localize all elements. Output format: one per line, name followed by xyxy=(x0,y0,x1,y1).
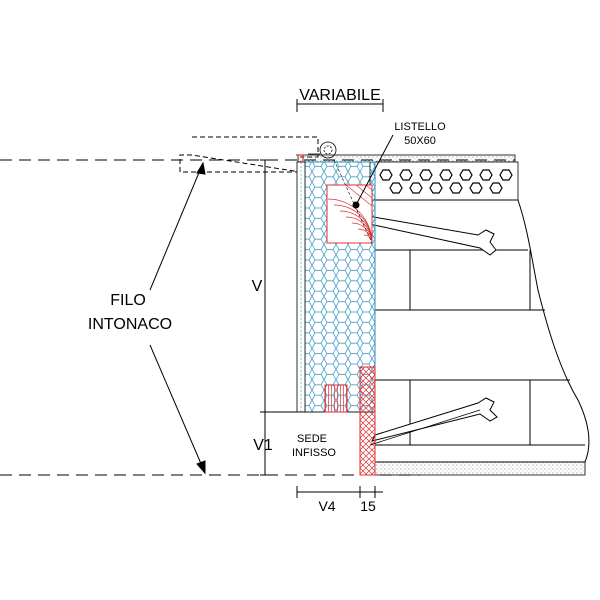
label-dim-v1: V1 xyxy=(253,437,273,454)
label-filo: FILO xyxy=(110,292,146,309)
dim-vertical xyxy=(260,159,297,476)
label-dim-v: V xyxy=(252,278,263,295)
bottom-screed xyxy=(374,461,586,476)
bottom-block xyxy=(324,384,348,413)
masonry-wall xyxy=(375,199,590,463)
label-intonaco: INTONACO xyxy=(88,316,172,333)
gravel-layer xyxy=(369,161,519,201)
label-listello-1: LISTELLO xyxy=(394,121,446,133)
label-listello-2: 50X60 xyxy=(404,135,436,147)
listello-leader xyxy=(355,134,394,206)
label-infisso: INFISSO xyxy=(292,447,336,459)
dim-horizontal xyxy=(296,486,383,498)
label-sede: SEDE xyxy=(297,433,327,445)
subframe xyxy=(359,366,376,476)
timber-batten xyxy=(326,159,373,244)
filo-arrows xyxy=(149,161,206,475)
label-dim-15: 15 xyxy=(360,498,376,514)
label-dim-v4: V4 xyxy=(318,498,335,514)
top-screed xyxy=(297,154,516,163)
dim-variabile xyxy=(296,99,384,112)
wall-anchors xyxy=(359,214,498,442)
sede-leader xyxy=(369,409,481,446)
label-variabile: VARIABILE xyxy=(299,87,381,104)
